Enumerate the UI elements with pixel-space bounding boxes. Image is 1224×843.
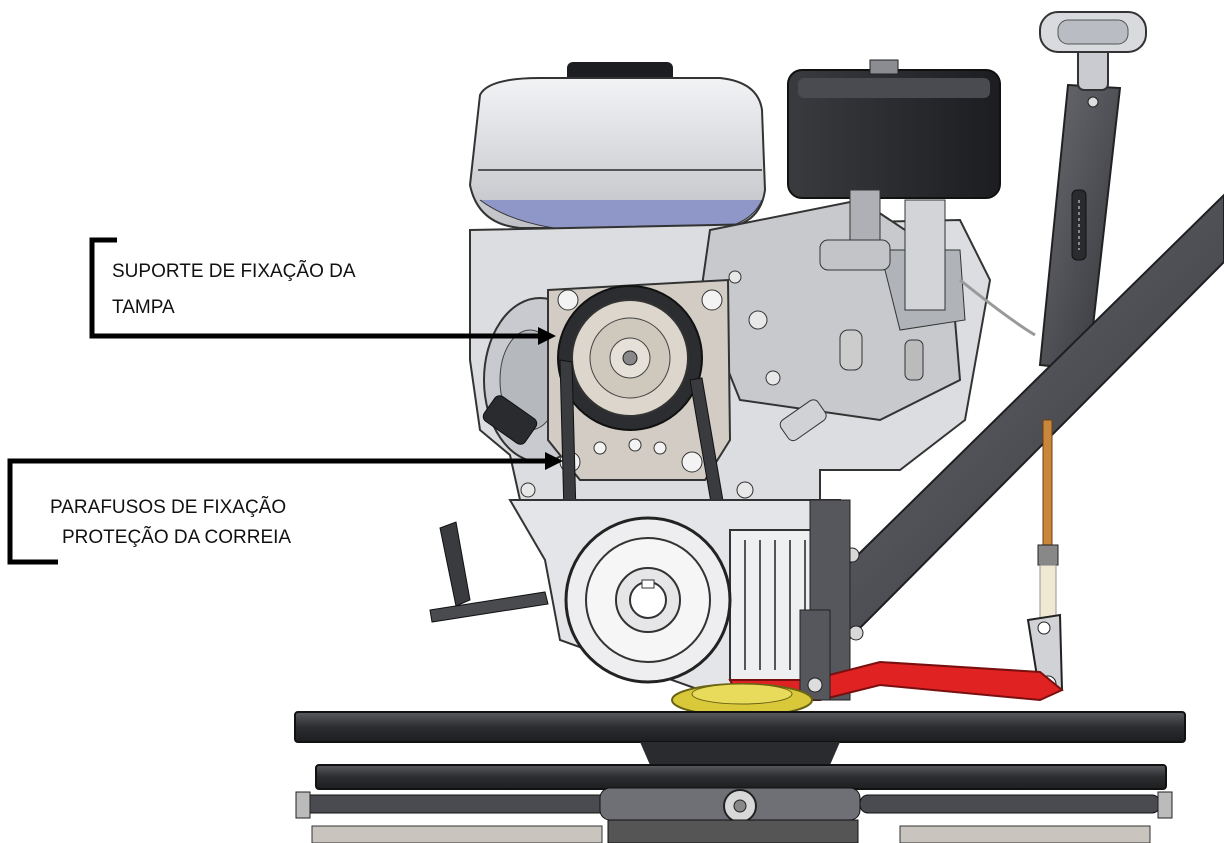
upper-pulley — [557, 285, 703, 431]
air-filter — [787, 59, 1001, 199]
callout-1-text-line1: SUPORTE DE FIXAÇÃO DA — [112, 261, 356, 282]
throttle-lever — [429, 521, 549, 623]
lower-assembly — [295, 787, 1173, 843]
handle-grip-icon — [1039, 11, 1147, 91]
lower-pulley — [564, 516, 732, 684]
fuel-tank — [468, 62, 767, 233]
callout-1-text-line2: TAMPA — [112, 297, 175, 318]
gear — [671, 683, 813, 717]
callout-2-text-line1: PARAFUSOS DE FIXAÇÃO — [50, 497, 287, 518]
callout-1-leader — [89, 237, 556, 345]
callout-2-leader — [7, 452, 563, 565]
trowel-disc — [294, 711, 1186, 790]
callout-2-text-line2: PROTEÇÃO DA CORREIA — [62, 527, 292, 548]
control-rod — [1026, 419, 1064, 697]
red-lever — [728, 609, 1064, 702]
